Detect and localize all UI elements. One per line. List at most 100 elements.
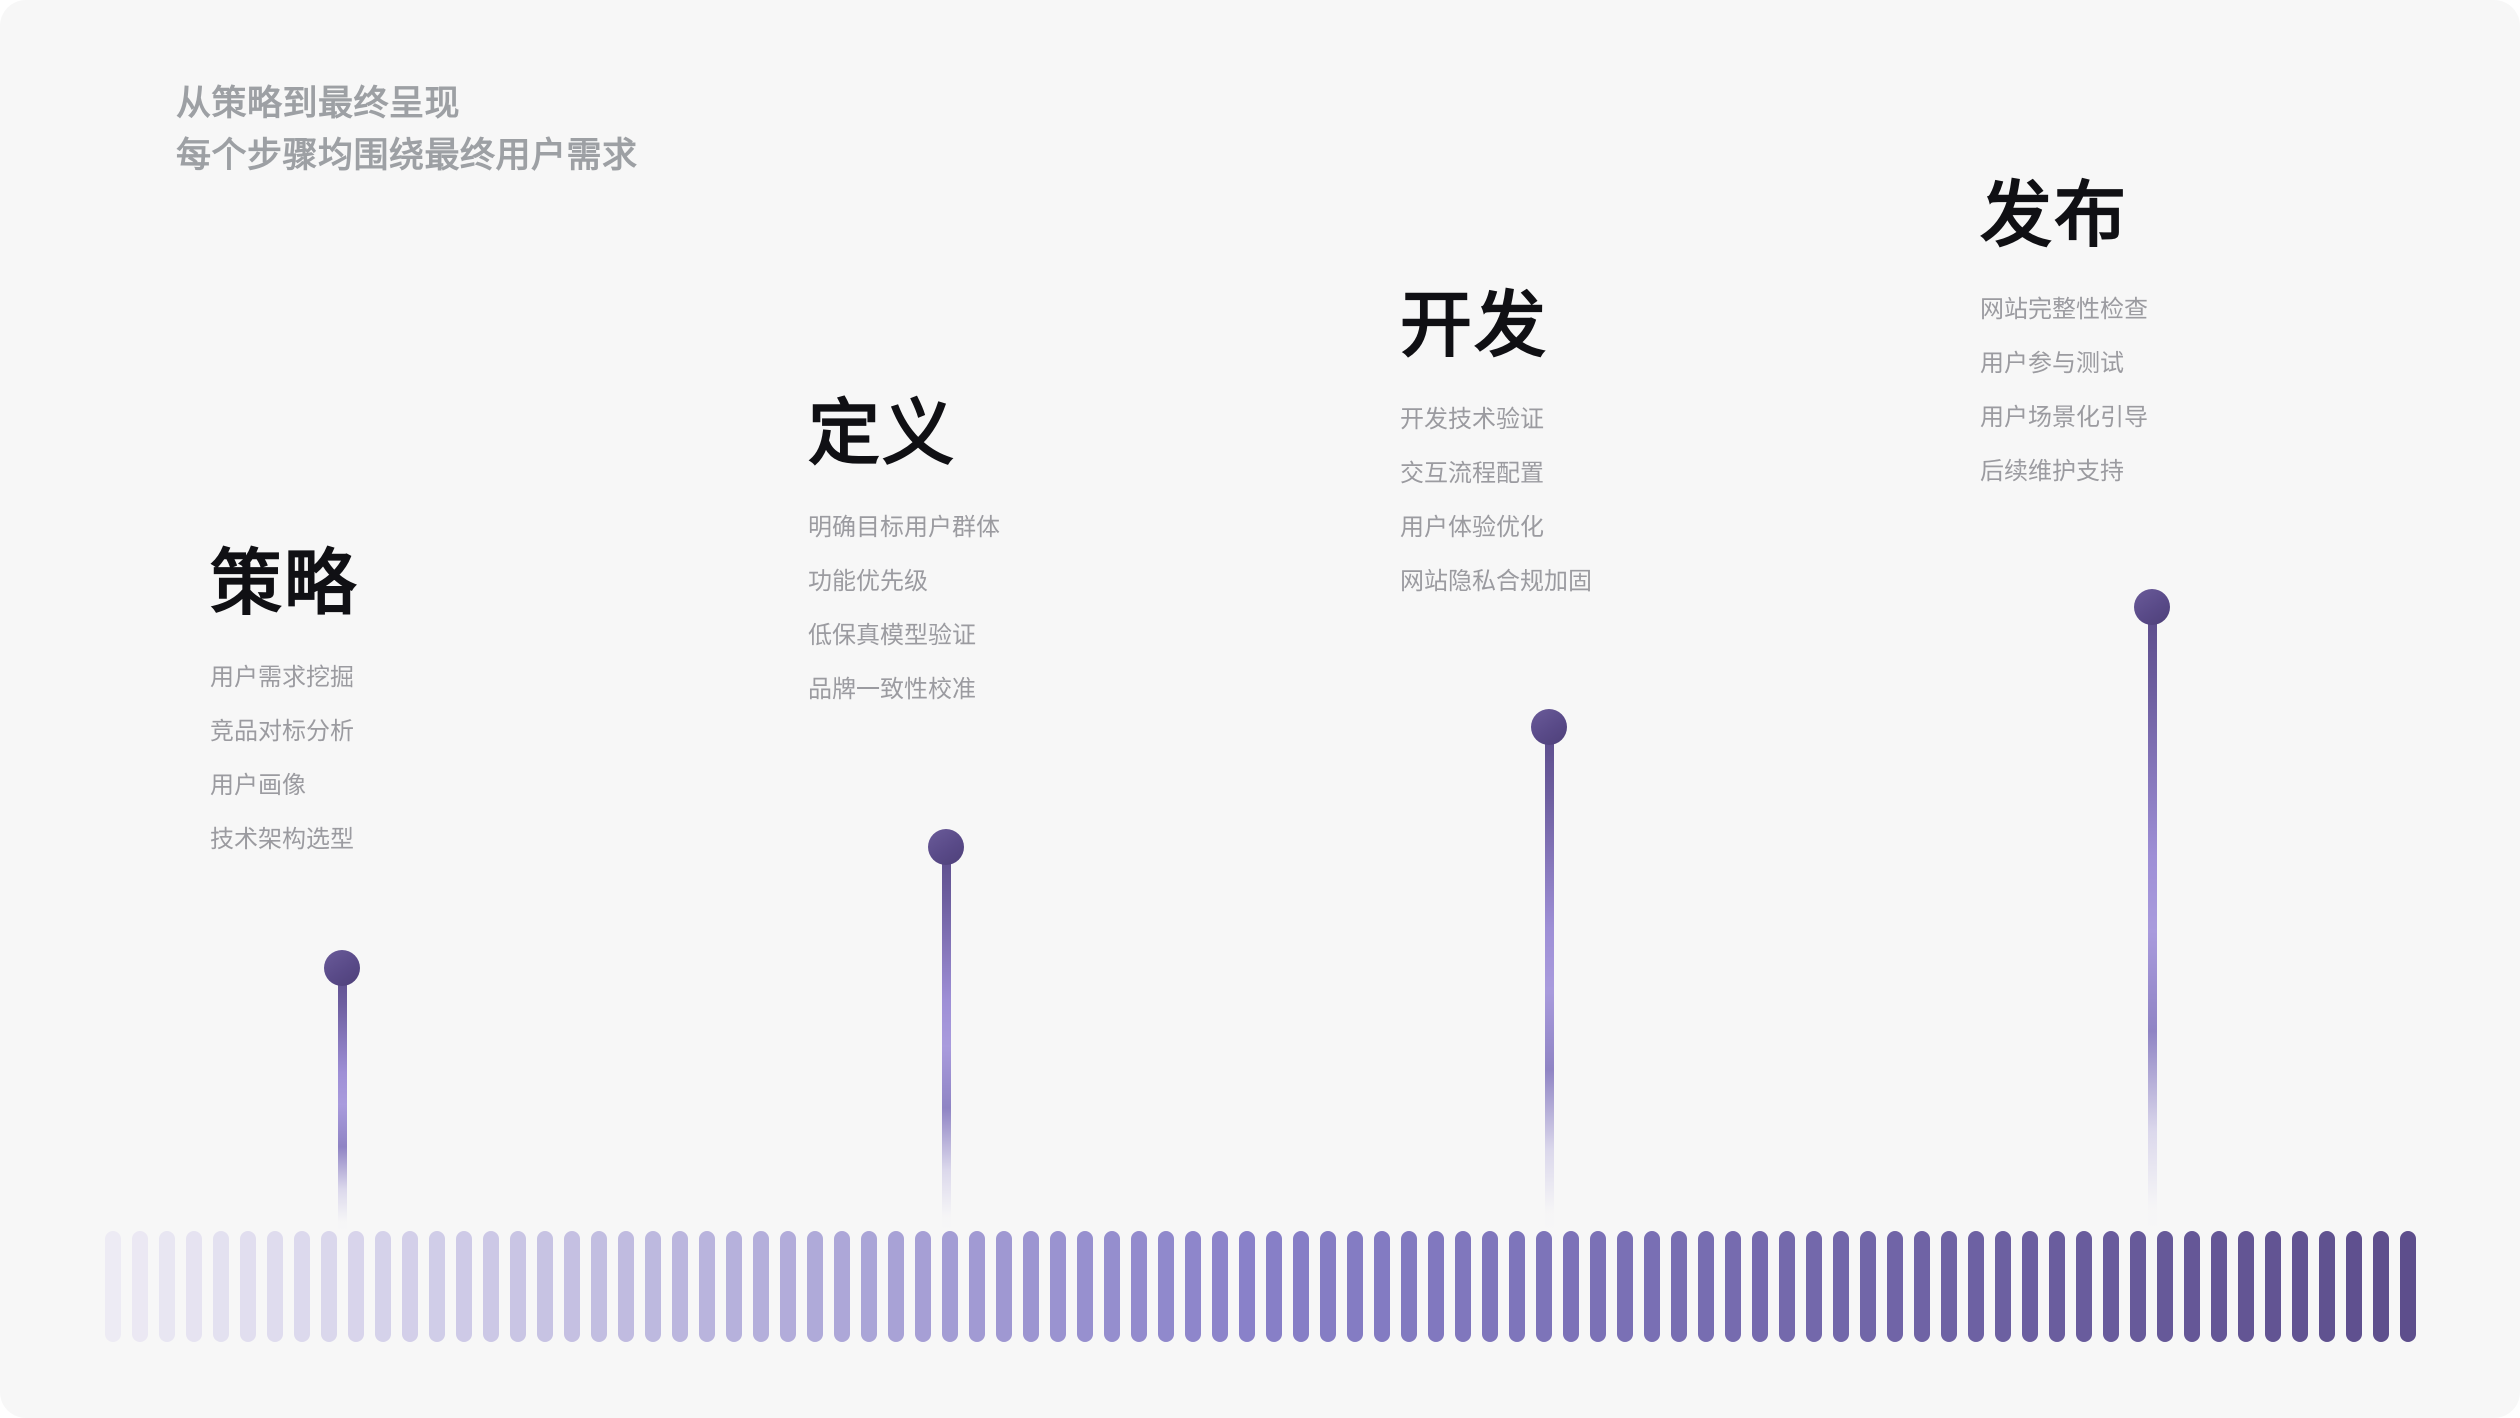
stage-title-define: 定义	[808, 394, 957, 474]
tick-bar	[1941, 1231, 1957, 1342]
stage-item: 技术架构选型	[210, 826, 354, 853]
stage-launch: 发布网站完整性检查用户参与测试用户场景化引导后续维护支持	[1980, 180, 2440, 484]
tick-bar	[1293, 1231, 1309, 1342]
stage-item: 功能优先级	[808, 568, 928, 595]
tick-bar	[2103, 1231, 2119, 1342]
tick-bar	[1833, 1231, 1849, 1342]
tick-bar	[1509, 1231, 1525, 1342]
tick-bar	[726, 1231, 742, 1342]
stage-item-list-develop: 开发技术验证交互流程配置用户体验优化网站隐私合规加固	[1400, 408, 1860, 594]
tick-bar	[1401, 1231, 1417, 1342]
stage-item: 用户需求挖掘	[210, 664, 354, 691]
tick-bar	[1968, 1231, 1984, 1342]
tick-bar	[2292, 1231, 2308, 1342]
tick-bar	[1563, 1231, 1579, 1342]
stage-item: 低保真模型验证	[808, 622, 976, 649]
tick-bar	[564, 1231, 580, 1342]
tick-bar	[321, 1231, 337, 1342]
tick-bar	[2022, 1231, 2038, 1342]
tick-bar	[510, 1231, 526, 1342]
stage-stem-develop	[1545, 727, 1554, 1231]
tick-bar	[1725, 1231, 1741, 1342]
stage-title-develop: 开发	[1400, 286, 1549, 366]
header-line-1: 从策略到最终呈现	[176, 84, 461, 123]
stage-title-launch: 发布	[1980, 176, 2129, 256]
tick-bar	[1050, 1231, 1066, 1342]
tick-bar	[1185, 1231, 1201, 1342]
tick-bar	[2130, 1231, 2146, 1342]
tick-bar	[2184, 1231, 2200, 1342]
tick-bar	[159, 1231, 175, 1342]
stage-stem-launch	[2148, 607, 2157, 1231]
tick-bar	[591, 1231, 607, 1342]
tick-bar	[1104, 1231, 1120, 1342]
tick-bar	[2265, 1231, 2281, 1342]
tick-bar	[969, 1231, 985, 1342]
tick-bar	[1644, 1231, 1660, 1342]
header-line-2: 每个步骤均围绕最终用户需求	[176, 135, 638, 175]
tick-bar	[2346, 1231, 2362, 1342]
tick-bar	[375, 1231, 391, 1342]
stage-marker-dot-develop[interactable]	[1531, 709, 1567, 745]
tick-bar	[861, 1231, 877, 1342]
tick-bar	[753, 1231, 769, 1342]
tick-bar	[402, 1231, 418, 1342]
stage-item: 后续维护支持	[1980, 458, 2124, 485]
tick-bar	[1158, 1231, 1174, 1342]
stage-define: 定义明确目标用户群体功能优先级低保真模型验证品牌一致性校准	[808, 398, 1268, 702]
stage-item-list-launch: 网站完整性检查用户参与测试用户场景化引导后续维护支持	[1980, 298, 2440, 484]
page-header: 从策略到最终呈现 每个步骤均围绕最终用户需求	[176, 78, 1276, 182]
tick-bar	[456, 1231, 472, 1342]
tick-bar	[699, 1231, 715, 1342]
tick-bar	[213, 1231, 229, 1342]
tick-bar	[132, 1231, 148, 1342]
tick-bar	[1806, 1231, 1822, 1342]
stage-item: 网站隐私合规加固	[1400, 568, 1592, 595]
tick-bar	[1266, 1231, 1282, 1342]
tick-bar	[915, 1231, 931, 1342]
stage-marker-dot-launch[interactable]	[2134, 589, 2170, 625]
tick-bar	[1617, 1231, 1633, 1342]
stage-title-strategy: 策略	[210, 544, 359, 624]
tick-bar	[1914, 1231, 1930, 1342]
tick-bar	[1995, 1231, 2011, 1342]
stage-item-list-strategy: 用户需求挖掘竞品对标分析用户画像技术架构选型	[210, 666, 670, 852]
tick-bar	[1428, 1231, 1444, 1342]
tick-bar	[996, 1231, 1012, 1342]
tick-bar	[1455, 1231, 1471, 1342]
tick-bar	[888, 1231, 904, 1342]
tick-bar	[2400, 1231, 2416, 1342]
tick-bar	[294, 1231, 310, 1342]
tick-bar	[2238, 1231, 2254, 1342]
tick-bar	[186, 1231, 202, 1342]
stage-item: 交互流程配置	[1400, 460, 1544, 487]
stage-marker-dot-define[interactable]	[928, 829, 964, 865]
stage-item: 明确目标用户群体	[808, 514, 1000, 541]
tick-bar	[1131, 1231, 1147, 1342]
tick-bar	[1374, 1231, 1390, 1342]
tick-bar	[780, 1231, 796, 1342]
tick-bar	[618, 1231, 634, 1342]
tick-bar	[1887, 1231, 1903, 1342]
tick-bar	[2373, 1231, 2389, 1342]
stage-stem-define	[942, 847, 951, 1231]
tick-bar	[1590, 1231, 1606, 1342]
tick-bar	[429, 1231, 445, 1342]
tick-bar	[1212, 1231, 1228, 1342]
stage-item: 用户体验优化	[1400, 514, 1544, 541]
tick-bar	[834, 1231, 850, 1342]
stage-item: 开发技术验证	[1400, 406, 1544, 433]
tick-bar	[267, 1231, 283, 1342]
tick-bar	[105, 1231, 121, 1342]
tick-bar	[1320, 1231, 1336, 1342]
tick-bar	[1860, 1231, 1876, 1342]
tick-bar	[1077, 1231, 1093, 1342]
tick-bar	[807, 1231, 823, 1342]
stage-marker-dot-strategy[interactable]	[324, 950, 360, 986]
tick-bar	[2157, 1231, 2173, 1342]
tick-bar	[1482, 1231, 1498, 1342]
tick-bar	[942, 1231, 958, 1342]
tick-bar	[483, 1231, 499, 1342]
stage-item: 用户场景化引导	[1980, 404, 2148, 431]
